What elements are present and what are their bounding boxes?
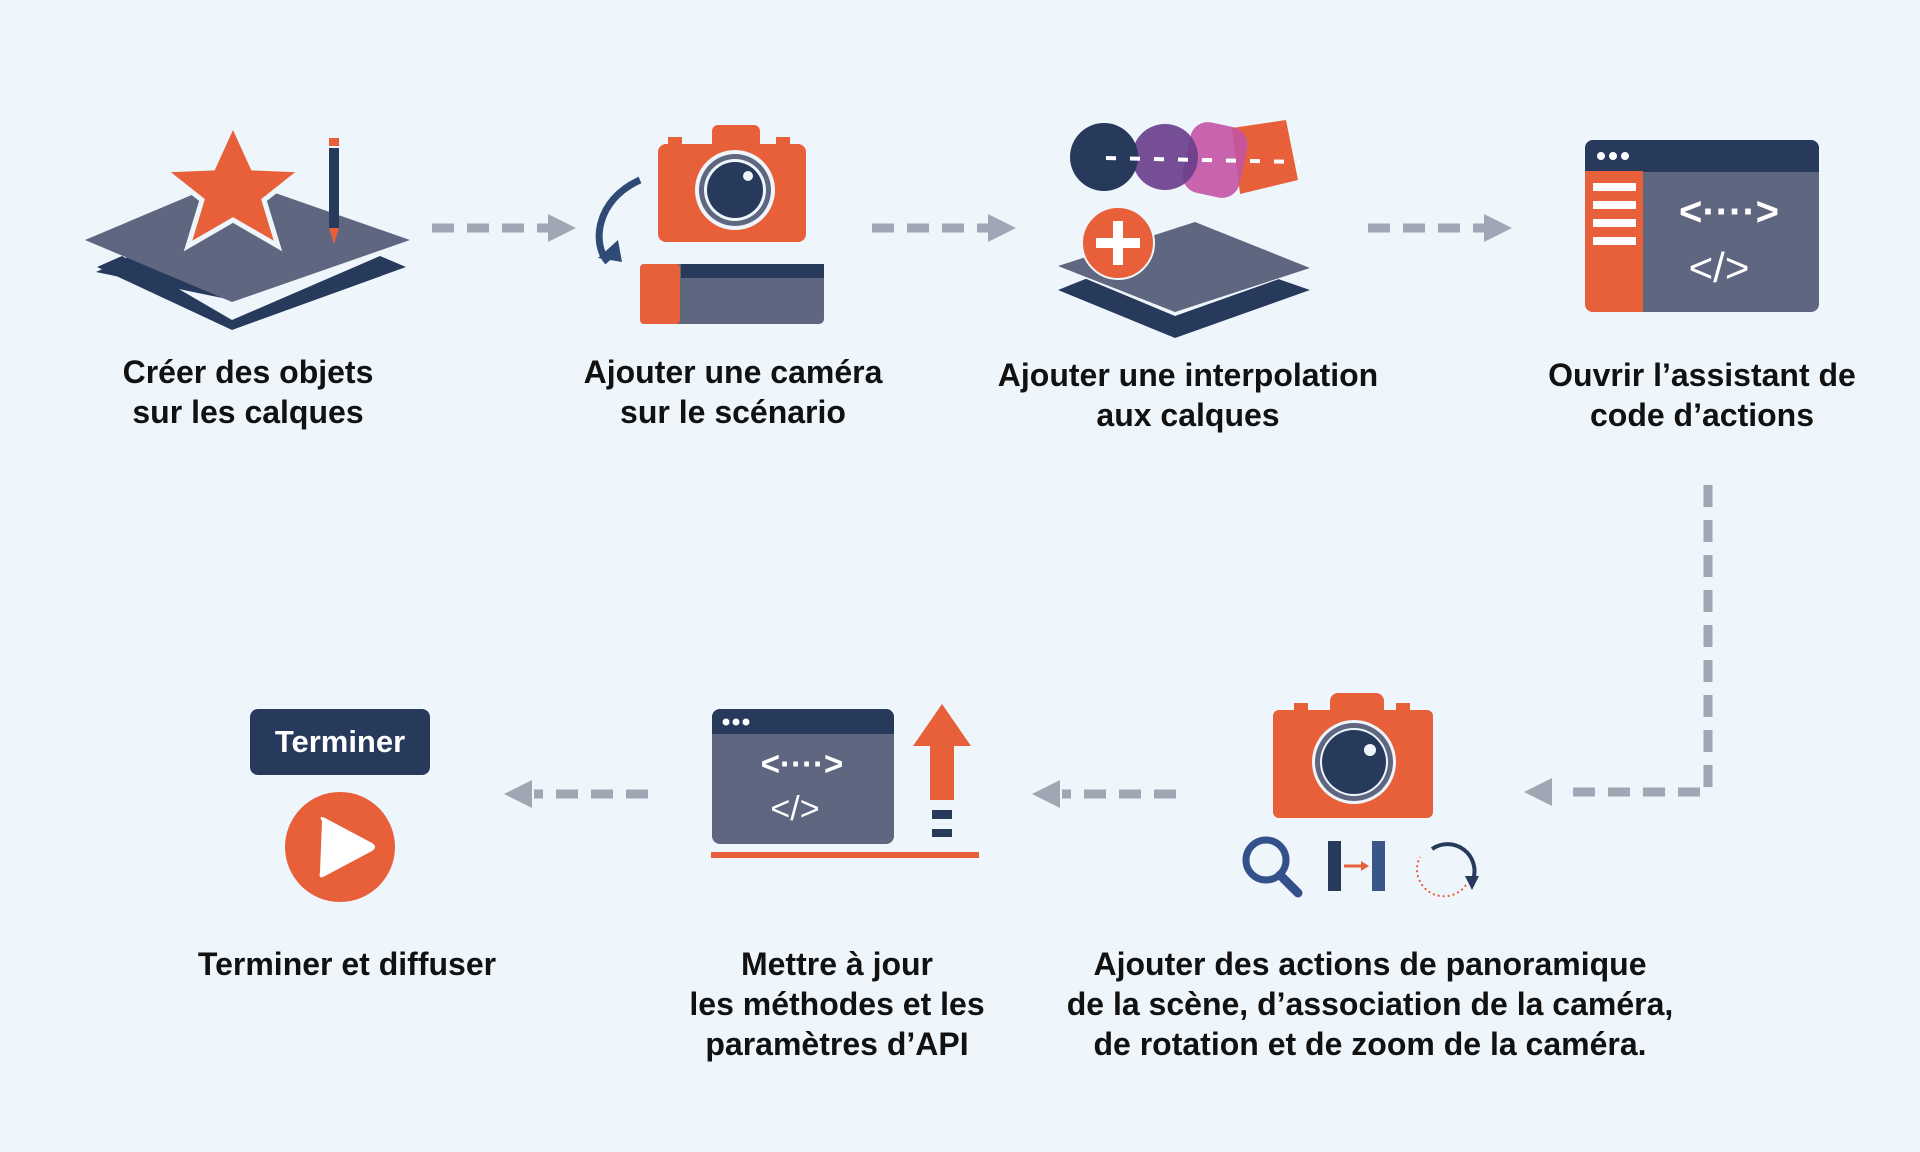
step-2-label: Ajouter une caméra sur le scénario [584, 352, 883, 432]
step-1-line-1: Créer des objets [122, 354, 374, 390]
step-3-line-2: aux calques [1096, 397, 1280, 433]
step-3-line-1: Ajouter une interpolation [997, 357, 1379, 393]
connector-arrows [432, 214, 1713, 808]
code-arrows-glyph: <····> [761, 745, 844, 782]
arrow-6-7 [504, 780, 648, 808]
code-arrows-glyph: <····> [1679, 190, 1779, 234]
step-3-label: Ajouter une interpolation aux calques [998, 355, 1378, 435]
arrow-4-5 [1524, 485, 1713, 806]
step-2-line-2: sur le scénario [620, 394, 846, 430]
step-1-label: Créer des objets sur les calques [123, 352, 374, 432]
step-4-line-1: Ouvrir l’assistant de [1548, 357, 1856, 393]
code-tag-glyph: </> [1689, 244, 1750, 291]
step-1-line-2: sur les calques [132, 394, 364, 430]
step-5-label: Ajouter des actions de panoramique de la… [1067, 944, 1674, 1064]
step-7-label: Terminer et diffuser [198, 944, 496, 984]
step-5-line-2: de la scène, d’association de la caméra, [1066, 986, 1674, 1022]
step-5-line-1: Ajouter des actions de panoramique [1093, 946, 1647, 982]
arrow-5-6 [1032, 780, 1176, 808]
layers-star-pencil-icon [85, 117, 410, 330]
finish-badge: Terminer [250, 709, 430, 775]
play-publish-icon [285, 792, 395, 902]
camera-timeline-icon [595, 125, 824, 324]
code-update-icon: <····> </> [711, 704, 979, 858]
arrow-2-3 [872, 214, 1016, 242]
code-tag-glyph: </> [770, 790, 819, 828]
camera-actions-icon [1242, 693, 1479, 898]
rotate-icon [1416, 842, 1479, 898]
step-6-line-1: Mettre à jour [740, 946, 934, 982]
step-6-line-2: les méthodes et les [689, 986, 985, 1022]
zoom-magnifier-icon [1242, 836, 1303, 898]
step-6-label: Mettre à jour les méthodes et les paramè… [689, 944, 984, 1064]
tween-layers-icon [1058, 120, 1310, 338]
step-2-line-1: Ajouter une caméra [583, 354, 883, 390]
step-4-label: Ouvrir l’assistant de code d’actions [1548, 355, 1856, 435]
step-5-line-3: de rotation et de zoom de la caméra. [1093, 1026, 1647, 1062]
step-4-line-2: code d’actions [1589, 397, 1815, 433]
pan-arrow-icon [1328, 841, 1385, 891]
arrow-1-2 [432, 214, 576, 242]
code-window-icon: <····> </> [1585, 140, 1819, 312]
step-6-line-3: paramètres d’API [705, 1026, 969, 1062]
step-7-line-1: Terminer et diffuser [197, 946, 497, 982]
arrow-3-4 [1368, 214, 1512, 242]
